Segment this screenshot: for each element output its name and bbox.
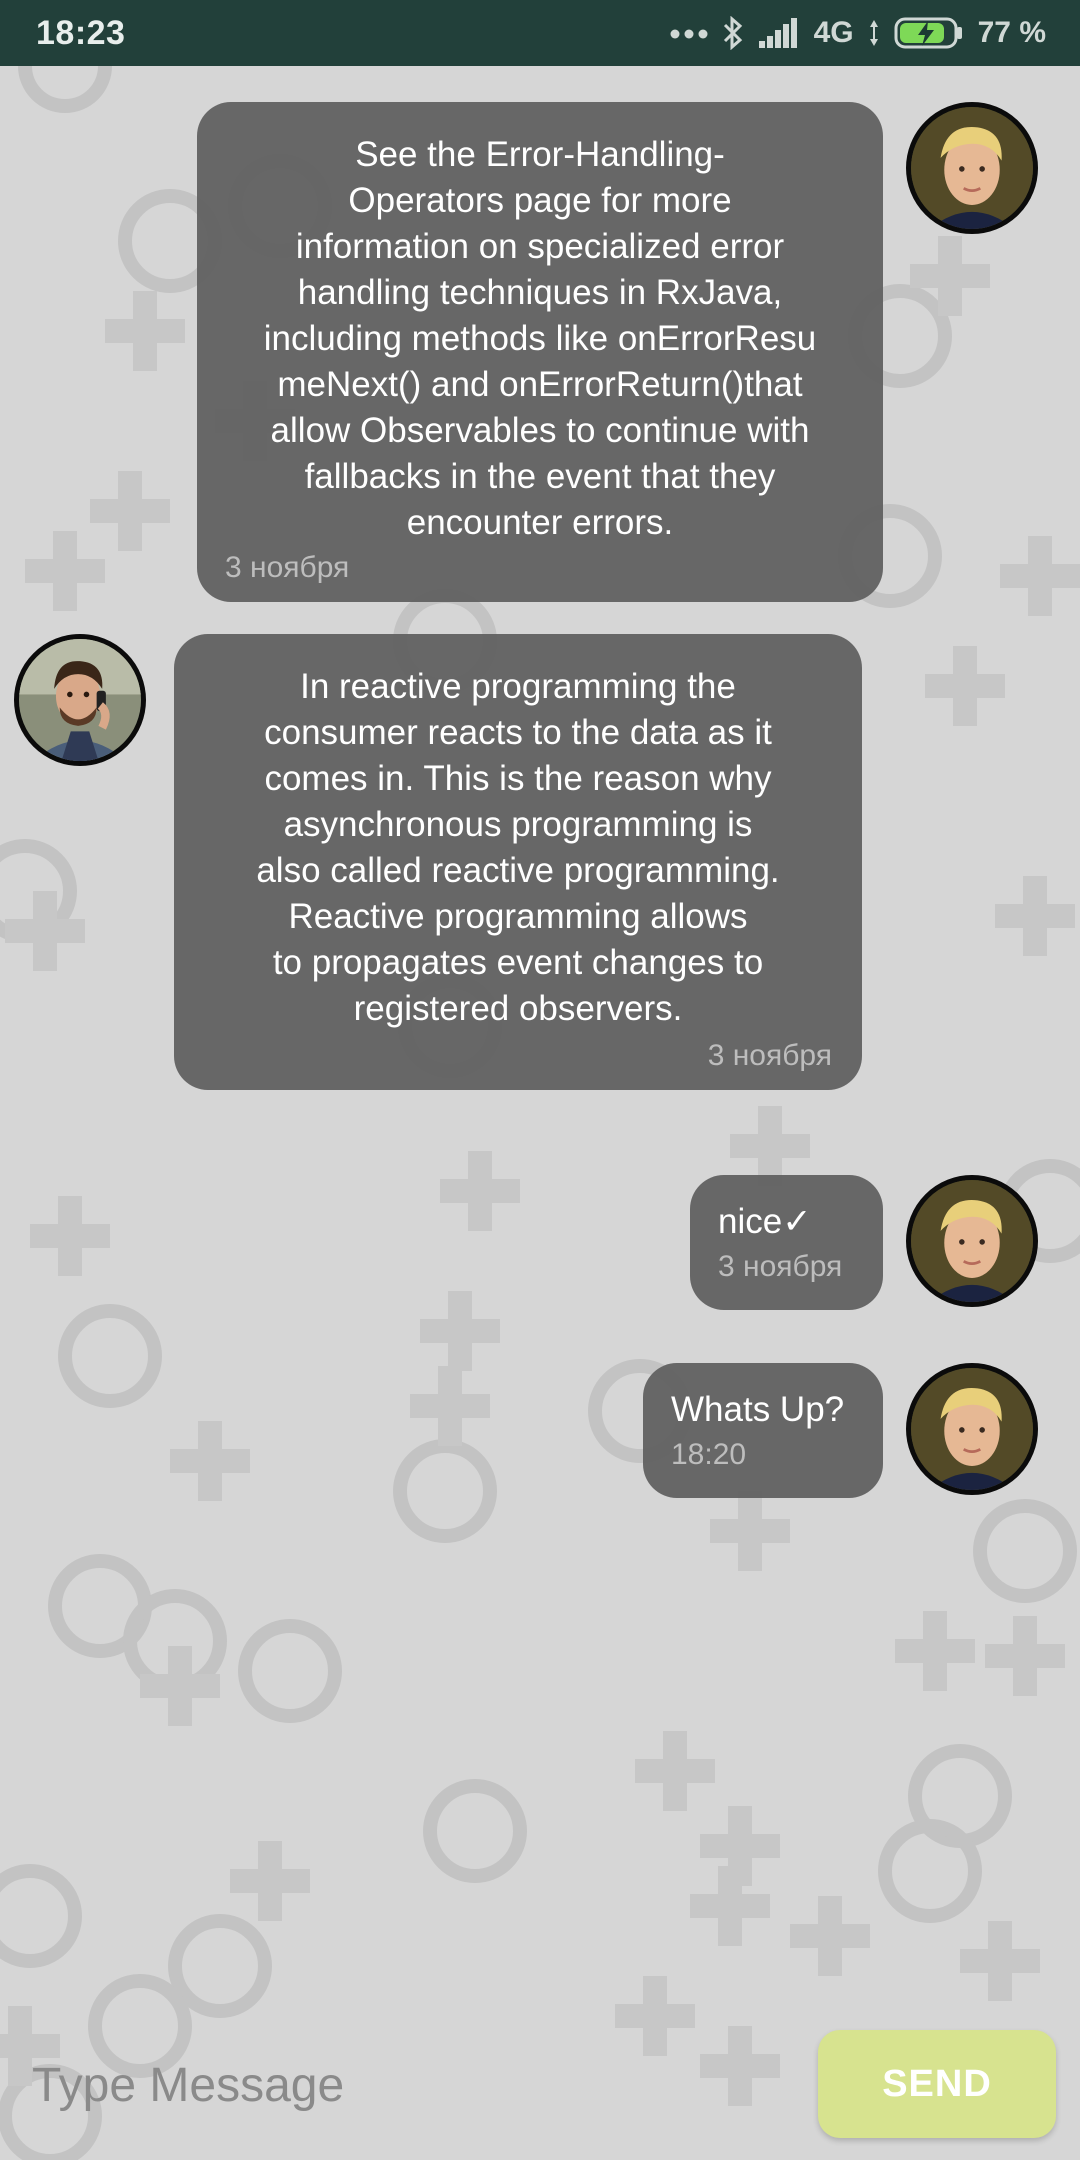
avatar-self[interactable] <box>906 1363 1038 1495</box>
message-bubble-outgoing[interactable]: See the Error-Handling- Operators page f… <box>197 102 883 602</box>
avatar-self[interactable] <box>906 102 1038 234</box>
message-text: In reactive programming the consumer rea… <box>256 667 780 1028</box>
network-type: 4G <box>813 16 854 49</box>
chat-message-list[interactable]: See the Error-Handling- Operators page f… <box>0 66 1080 2016</box>
message-timestamp: 3 ноября <box>718 1250 843 1283</box>
avatar-blond-man-icon <box>911 1368 1033 1490</box>
message-timestamp: 18:20 <box>671 1438 747 1471</box>
status-time: 18:23 <box>36 14 126 52</box>
avatar-blond-man-icon <box>911 1180 1033 1302</box>
battery-charging-icon <box>894 16 964 50</box>
message-bubble-incoming[interactable]: In reactive programming the consumer rea… <box>174 634 862 1090</box>
message-bubble-outgoing[interactable]: Whats Up? 18:20 <box>643 1363 883 1498</box>
message-input[interactable] <box>30 2044 794 2126</box>
avatar-blond-man-icon <box>911 107 1033 229</box>
data-arrows-icon <box>868 18 880 48</box>
message-timestamp: 3 ноября <box>707 1039 832 1072</box>
message-timestamp: 3 ноября <box>225 551 350 584</box>
bluetooth-icon <box>722 16 744 50</box>
message-text: nice✓ <box>718 1202 812 1241</box>
status-icons: 4G 77 % <box>670 10 1046 56</box>
status-bar: 18:23 4G <box>0 0 1080 66</box>
avatar-man-on-phone-icon <box>19 639 141 761</box>
battery-percent: 77 % <box>977 16 1046 49</box>
more-dots-icon <box>670 27 708 39</box>
message-composer: SEND <box>0 2016 1080 2160</box>
signal-icon <box>758 17 800 49</box>
message-text: See the Error-Handling- Operators page f… <box>263 135 817 542</box>
send-button[interactable]: SEND <box>818 2030 1056 2138</box>
avatar-contact[interactable] <box>14 634 146 766</box>
message-bubble-outgoing[interactable]: nice✓ 3 ноября <box>690 1175 883 1310</box>
message-text: Whats Up? <box>671 1390 845 1429</box>
avatar-self[interactable] <box>906 1175 1038 1307</box>
